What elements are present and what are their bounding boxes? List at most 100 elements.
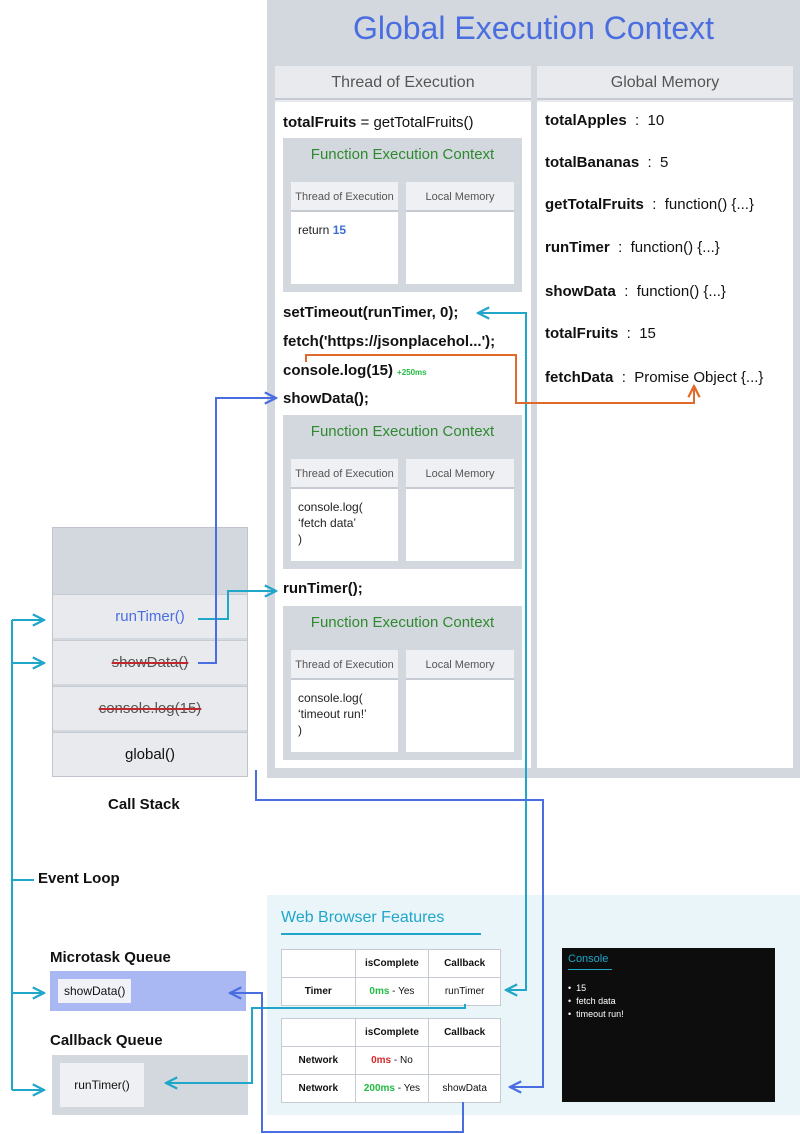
gec-title: Global Execution Context (352, 10, 715, 46)
web-browser-features-title: Web Browser Features (281, 909, 445, 926)
network-name: Network (281, 1046, 356, 1075)
code-line: ‘fetch data’ (298, 516, 357, 530)
run-timer-call-arrow (198, 591, 276, 620)
fetch-line: fetch('https://jsonplacehol...'); (283, 333, 495, 350)
call-stack-label: console.log(15) (98, 700, 202, 717)
console-line-text: fetch data (576, 996, 616, 1006)
fec-title: Function Execution Context (310, 146, 495, 163)
call-stack-label: global() (124, 746, 176, 763)
network-name: Network (281, 1074, 356, 1103)
table-row: Network 200ms - Yes showData (281, 1074, 501, 1103)
network-to-microtask-arrow (230, 993, 464, 1133)
run-timer-code: runTimer(); (283, 580, 363, 597)
fec-memory-header: Local Memory (406, 182, 514, 212)
console-title-underline (568, 969, 612, 970)
console-panel: Console • 15 • fetch data • timeout run! (562, 948, 775, 1102)
call-stack-label-title: Call Stack (108, 796, 180, 813)
console-log-ms: +250ms (397, 368, 427, 377)
show-data-line: showData(); (283, 390, 369, 407)
callback-queue-item: runTimer() (60, 1063, 144, 1107)
set-timeout-code: setTimeout(runTimer, 0); (283, 304, 459, 321)
table-header: Callback (428, 1018, 501, 1047)
call-stack-label: runTimer() (115, 608, 185, 625)
call-stack-item-global: global() (53, 732, 247, 776)
memory-header: Global Memory (537, 66, 793, 100)
microtask-queue: showData() (50, 971, 246, 1011)
console-line-text: 15 (576, 983, 587, 993)
timer-ms: 0ms (369, 986, 390, 997)
set-timeout-arrow (478, 313, 527, 990)
code-line: console.log( (298, 500, 363, 514)
network-complete: - No (391, 1055, 413, 1066)
fec-code: console.log( ‘fetch data’ ) (298, 499, 363, 547)
memory-entry: totalBananas : 5 (545, 154, 669, 171)
fetch-promise-arrow (305, 354, 694, 404)
fec-title: Function Execution Context (310, 614, 495, 631)
callback-queue: runTimer() (52, 1055, 248, 1115)
code-line: ) (298, 723, 302, 737)
code-line: ‘timeout run!’ (298, 707, 367, 721)
memory-key: getTotalFruits (545, 196, 644, 213)
memory-key: fetchData (545, 369, 614, 386)
table-header: isComplete (354, 1018, 430, 1047)
memory-key: totalFruits (545, 325, 619, 342)
console-line: • fetch data (568, 996, 616, 1006)
network-callback: showData (428, 1074, 501, 1103)
network-ms: 200ms (363, 1083, 395, 1094)
call-stack-item-run-timer: runTimer() (53, 594, 247, 638)
fetch-code: fetch('https://jsonplacehol...'); (283, 333, 496, 350)
fec-thread-header: Thread of Execution (291, 182, 398, 212)
console-log-code: console.log(15) (283, 362, 394, 379)
callback-queue-label: Callback Queue (50, 1032, 163, 1049)
title-underline (281, 933, 481, 935)
call-stack-label: showData() (111, 654, 189, 671)
fec-thread: Thread of Execution console.log( ‘timeou… (291, 650, 398, 752)
memory-value: function() {...} (664, 196, 754, 213)
memory-value: 10 (647, 112, 665, 129)
table-row: Network 0ms - No (281, 1046, 501, 1075)
function-execution-context-1: Function Execution Context Thread of Exe… (283, 138, 522, 292)
microtask-queue-item: showData() (58, 979, 132, 1003)
memory-entry: getTotalFruits : function() {...} (545, 196, 754, 213)
table-row: Timer 0ms - Yes runTimer (281, 977, 501, 1006)
show-data-code: showData(); (283, 390, 369, 407)
timer-complete: - Yes (389, 986, 415, 997)
code-line: console.log( (298, 691, 363, 705)
code-prefix: return (298, 223, 333, 237)
network-callback (428, 1046, 501, 1075)
console-title: Console (568, 953, 609, 965)
return-value: 15 (332, 223, 347, 237)
table-header: isComplete (354, 949, 430, 978)
memory-key: runTimer (545, 239, 610, 256)
console-output: • 15 • fetch data • timeout run! (568, 982, 624, 1021)
fec-thread-header: Thread of Execution (291, 650, 398, 680)
timer-status: 0ms - Yes (354, 977, 430, 1006)
memory-key: totalBananas (545, 154, 640, 171)
memory-key: showData (545, 283, 616, 300)
set-timeout-line: setTimeout(runTimer, 0); (283, 304, 458, 321)
call-stack-item-console-log: console.log(15) (53, 686, 247, 730)
global-memory-panel: Global Memory totalApples : 10 totalBana… (537, 66, 793, 768)
fec-local-memory: Local Memory (406, 182, 514, 284)
microtask-loop-arrow (255, 770, 544, 1087)
memory-entry: totalFruits : 15 (545, 325, 656, 342)
console-log-line: console.log(15)+250ms (283, 362, 427, 379)
microtask-queue-label: Microtask Queue (50, 949, 171, 966)
memory-entry: fetchData : Promise Object {...} (545, 369, 764, 386)
memory-value: function() {...} (636, 283, 726, 300)
total-fruits-line: totalFruits = getTotalFruits() (283, 114, 473, 131)
fec-thread: Thread of Execution return 15 (291, 182, 398, 284)
console-line: • timeout run! (568, 1009, 624, 1019)
memory-value: 5 (660, 154, 669, 171)
memory-entry: runTimer : function() {...} (545, 239, 720, 256)
event-loop-label: Event Loop (38, 870, 120, 887)
show-data-call-arrow (198, 398, 276, 664)
console-line-text: timeout run! (576, 1009, 624, 1019)
fec-code: return 15 (298, 222, 346, 238)
call-stack: runTimer() showData() console.log(15) gl… (52, 527, 248, 777)
fec-thread-header: Thread of Execution (291, 459, 398, 489)
timer-name: Timer (281, 977, 356, 1006)
code-line: ) (298, 532, 302, 546)
memory-key: totalApples (545, 112, 627, 129)
